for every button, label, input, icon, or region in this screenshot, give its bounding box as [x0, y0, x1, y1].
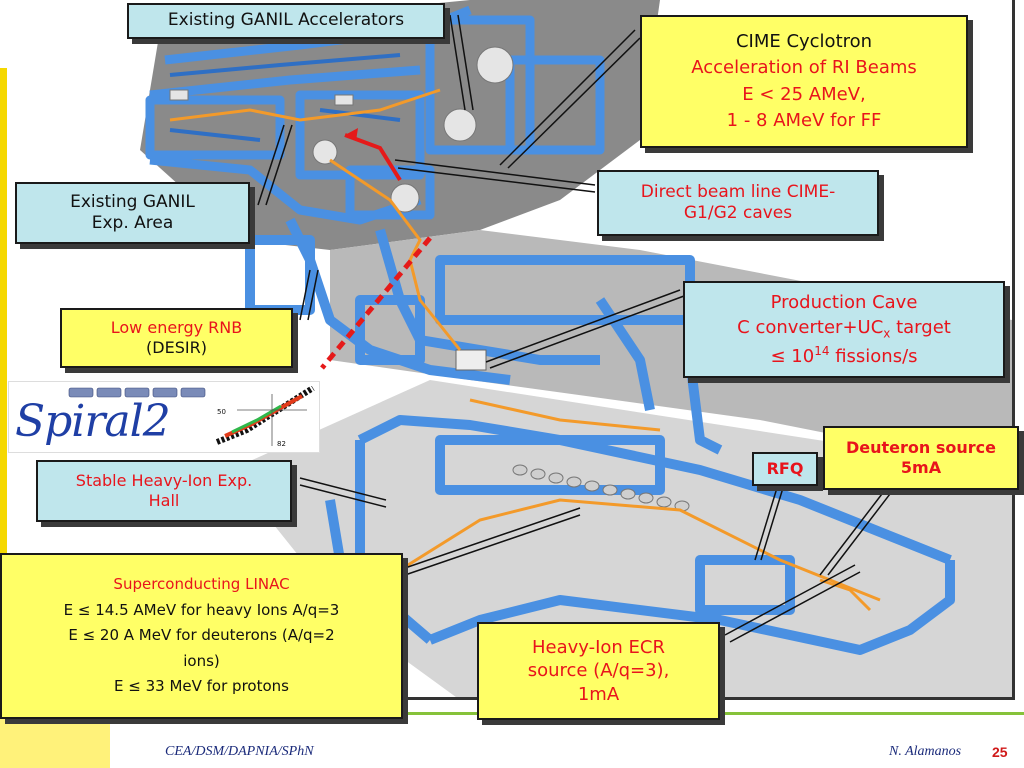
- label-text: 1mA: [577, 683, 620, 705]
- logo-tick-50: 50: [217, 408, 226, 416]
- callout-lines: [257, 14, 894, 643]
- label-text: C converter+UCx target: [737, 317, 951, 341]
- label-text: Existing GANIL Accelerators: [167, 10, 405, 31]
- logo-wordmark: Spiral2: [15, 396, 171, 447]
- logo-chart-graphic: 50 82: [68, 386, 315, 448]
- phase-boundary-dashed: [320, 236, 432, 370]
- label-ganil-accelerators: Existing GANIL Accelerators: [127, 3, 445, 39]
- linac-cryomodules: [512, 464, 690, 512]
- footer-organization: CEA/DSM/DAPNIA/SPhN: [165, 744, 314, 759]
- label-production-cave: Production Cave C converter+UCx target ≤…: [683, 281, 1005, 378]
- label-text: E ≤ 20 A MeV for deuterons (A/q=2: [68, 626, 335, 645]
- label-title: Superconducting LINAC: [113, 575, 290, 594]
- label-text: source (A/q=3),: [527, 660, 670, 682]
- footer-accent-block: [0, 713, 110, 768]
- label-text: 5mA: [900, 458, 942, 477]
- label-text: Hall: [148, 491, 180, 510]
- label-superconducting-linac: Superconducting LINAC E ≤ 14.5 AMeV for …: [0, 553, 403, 719]
- ganil-inner-walls: [169, 53, 401, 142]
- page-number: 25: [992, 744, 1008, 760]
- production-target-block: [455, 349, 487, 371]
- ganil-walls: [145, 5, 605, 225]
- label-text: RFQ: [766, 459, 804, 478]
- label-text: Heavy-Ion ECR: [531, 636, 666, 658]
- label-low-energy-desir: Low energy RNB (DESIR): [60, 308, 293, 368]
- label-text: E ≤ 14.5 AMeV for heavy Ions A/q=3: [63, 600, 340, 619]
- label-text: ions): [183, 651, 220, 670]
- label-text: Direct beam line CIME-: [640, 181, 836, 202]
- frame-right-edge: [1012, 0, 1015, 700]
- spiral2-logo: Spiral2 50 82: [8, 381, 320, 453]
- logo-tick-82: 82: [277, 440, 286, 448]
- left-accent-bar: [0, 68, 7, 708]
- label-direct-beam-line: Direct beam line CIME- G1/G2 caves: [597, 170, 879, 236]
- label-text: Low energy RNB: [110, 318, 243, 337]
- footer-author: N. Alamanos: [889, 744, 962, 759]
- label-deuteron-source: Deuteron source 5mA: [823, 426, 1019, 490]
- label-text: 1 - 8 AMeV for FF: [726, 109, 882, 131]
- label-text: Acceleration of RI Beams: [691, 57, 917, 79]
- label-text: E ≤ 33 MeV for protons: [114, 677, 289, 696]
- label-text: E < 25 AMeV,: [742, 83, 866, 105]
- label-text: Deuteron source: [846, 438, 996, 457]
- label-text: Stable Heavy-Ion Exp.: [75, 471, 253, 490]
- label-cime-cyclotron: CIME Cyclotron Acceleration of RI Beams …: [640, 15, 968, 148]
- beam-direction-arrow: [344, 133, 402, 182]
- label-title: CIME Cyclotron: [735, 31, 873, 53]
- label-text: ≤ 1014 fissions/s: [770, 343, 918, 367]
- label-text: (DESIR): [146, 338, 207, 357]
- label-rfq: RFQ: [752, 452, 818, 486]
- beam-lines: [169, 88, 881, 612]
- label-ganil-exp-area: Existing GANIL Exp. Area: [15, 182, 250, 244]
- label-text: Exp. Area: [91, 213, 174, 233]
- label-text: G1/G2 caves: [683, 203, 793, 223]
- label-text: Production Cave: [770, 292, 918, 314]
- cyclotrons: [169, 46, 514, 213]
- label-heavy-ion-ecr-source: Heavy-Ion ECR source (A/q=3), 1mA: [477, 622, 720, 720]
- label-text: Existing GANIL: [70, 191, 195, 212]
- label-stable-heavy-ion-hall: Stable Heavy-Ion Exp. Hall: [36, 460, 292, 522]
